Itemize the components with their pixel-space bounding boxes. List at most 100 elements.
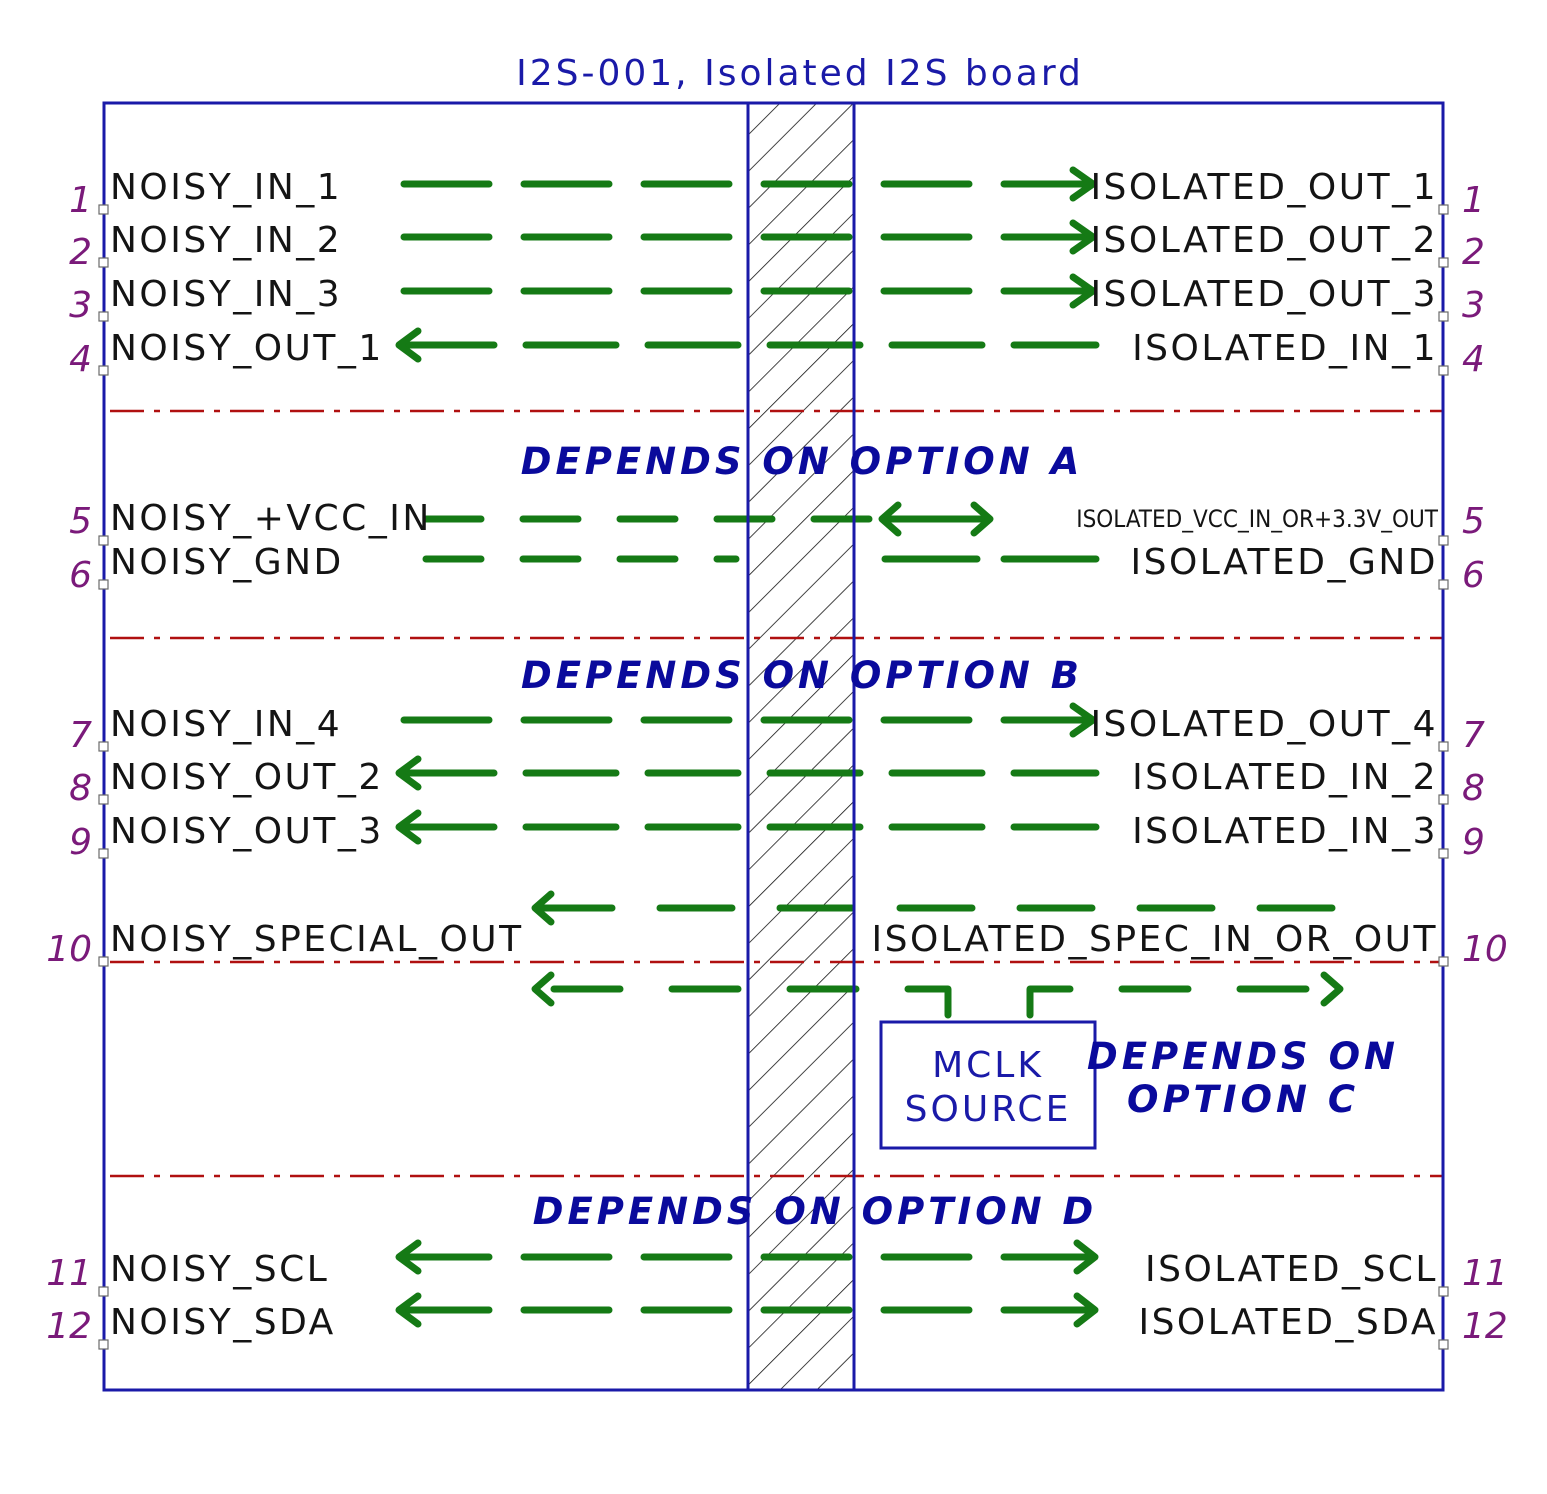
pin-terminal <box>1438 257 1449 268</box>
right-pin-number: 9 <box>1462 822 1485 863</box>
pin-terminal <box>98 794 109 805</box>
pin-terminal <box>1438 365 1449 376</box>
right-pin-label: ISOLATED_IN_1 <box>1132 328 1438 369</box>
right-pin-5: 5 ISOLATED_VCC_IN_OR+3.3V_OUT <box>1076 501 1485 546</box>
right-pin-label: ISOLATED_OUT_4 <box>1090 704 1438 745</box>
right-pin-label: ISOLATED_OUT_2 <box>1090 220 1438 261</box>
left-pin-number: 6 <box>69 555 92 596</box>
right-pin-label: ISOLATED_OUT_1 <box>1090 167 1438 208</box>
right-pin-11: 11 ISOLATED_SCL <box>1145 1249 1508 1297</box>
left-pin-4: 4 NOISY_OUT_1 <box>69 328 384 380</box>
left-pin-label: NOISY_+VCC_IN <box>110 498 432 539</box>
right-pin-label: ISOLATED_IN_2 <box>1132 757 1438 798</box>
left-pin-label: NOISY_SDA <box>110 1302 336 1343</box>
pin-terminal <box>1438 579 1449 590</box>
pin-terminal <box>98 535 109 546</box>
option-c-label-line2: OPTION C <box>1127 1078 1359 1121</box>
right-pin-8: 8 ISOLATED_IN_2 <box>1132 757 1485 809</box>
right-pin-number: 11 <box>1462 1253 1508 1294</box>
option-b-label: DEPENDS ON OPTION B <box>521 654 1083 697</box>
mclk-source-box <box>879 1020 1097 1150</box>
right-pin-label: ISOLATED_OUT_3 <box>1090 274 1438 315</box>
pin-terminal <box>98 848 109 859</box>
right-pin-label: ISOLATED_SCL <box>1145 1249 1438 1290</box>
right-pin-7: 7 ISOLATED_OUT_4 <box>1090 704 1485 756</box>
pin-terminal <box>1438 1286 1449 1297</box>
pin-terminal <box>98 1286 109 1297</box>
pin-terminal <box>98 257 109 268</box>
right-pin-number: 5 <box>1462 501 1485 542</box>
right-pin-number: 8 <box>1462 768 1485 809</box>
left-pin-label: NOISY_IN_1 <box>110 167 342 208</box>
left-pin-number: 7 <box>69 715 92 756</box>
left-pin-9: 9 NOISY_OUT_3 <box>69 811 384 863</box>
arrowhead-row-2 <box>1069 219 1097 255</box>
right-pin-4: 4 ISOLATED_IN_1 <box>1132 328 1485 380</box>
left-pin-number: 12 <box>46 1306 92 1347</box>
right-pin-number: 7 <box>1462 715 1485 756</box>
right-pin-number: 4 <box>1462 339 1485 380</box>
arrowhead-row-12-right <box>1073 1292 1099 1328</box>
pin-terminal <box>1438 1339 1449 1350</box>
mclk-label-line2: SOURCE <box>905 1089 1072 1130</box>
left-pin-number: 2 <box>69 232 92 273</box>
right-pin-3: 3 ISOLATED_OUT_3 <box>1090 274 1484 326</box>
left-pin-number: 8 <box>69 768 92 809</box>
left-pin-number: 1 <box>69 180 92 221</box>
arrow-mclk-left <box>536 985 952 1019</box>
right-pin-number: 6 <box>1462 555 1485 596</box>
arrowhead-row-8 <box>395 755 422 791</box>
left-pin-label: NOISY_IN_4 <box>110 704 342 745</box>
arrowhead-row-12-left <box>395 1292 422 1328</box>
left-pin-number: 11 <box>46 1253 92 1294</box>
arrowhead-mclk-right <box>1320 971 1344 1007</box>
pin-terminal <box>1438 848 1449 859</box>
right-pin-1: 1 ISOLATED_OUT_1 <box>1090 167 1484 221</box>
separator-lines <box>110 409 1442 1178</box>
left-pin-label: NOISY_SPECIAL_OUT <box>110 919 524 960</box>
right-pin-number: 3 <box>1462 285 1485 326</box>
left-pin-label: NOISY_IN_2 <box>110 220 342 261</box>
right-pin-label: ISOLATED_IN_3 <box>1132 811 1438 852</box>
left-pin-label: NOISY_OUT_2 <box>110 757 384 798</box>
pin-terminal <box>98 579 109 590</box>
left-pin-number: 4 <box>69 339 92 380</box>
pin-terminal <box>98 311 109 322</box>
left-pin-1: 1 NOISY_IN_1 <box>69 167 342 221</box>
right-pin-label: ISOLATED_VCC_IN_OR+3.3V_OUT <box>1076 505 1439 533</box>
left-pin-label: NOISY_SCL <box>110 1249 329 1290</box>
board-title: I2S-001, Isolated I2S board <box>516 53 1084 94</box>
pin-terminal <box>1438 741 1449 752</box>
arrowhead-row-5-left <box>878 501 902 537</box>
pin-terminal <box>98 365 109 376</box>
pin-terminal <box>98 741 109 752</box>
left-pin-12: 12 NOISY_SDA <box>46 1302 336 1350</box>
pin-terminal <box>98 1339 109 1350</box>
right-pin-number: 1 <box>1462 180 1485 221</box>
arrowhead-row-9 <box>395 809 422 845</box>
arrowhead-row-10-upper <box>531 890 555 926</box>
left-pin-label: NOISY_OUT_3 <box>110 811 384 852</box>
arrowhead-mclk-left <box>531 971 555 1007</box>
left-pin-label: NOISY_OUT_1 <box>110 328 384 369</box>
option-c-label-line1: DEPENDS ON <box>1087 1035 1399 1078</box>
left-pin-label: NOISY_IN_3 <box>110 274 342 315</box>
right-pin-number: 10 <box>1462 929 1508 970</box>
arrowhead-row-3 <box>1069 273 1097 309</box>
pin-terminal <box>1438 204 1449 215</box>
left-pin-2: 2 NOISY_IN_2 <box>69 220 342 273</box>
pin-terminal <box>98 204 109 215</box>
left-pin-number: 9 <box>69 822 92 863</box>
mclk-label-line1: MCLK <box>932 1045 1044 1086</box>
pin-terminal <box>1438 794 1449 805</box>
option-a-label: DEPENDS ON OPTION A <box>521 440 1083 483</box>
arrowhead-row-5-right <box>970 501 994 537</box>
left-pin-8: 8 NOISY_OUT_2 <box>69 757 384 809</box>
right-pin-label: ISOLATED_SPEC_IN_OR_OUT <box>872 919 1439 960</box>
signal-arrows <box>395 166 1344 1328</box>
